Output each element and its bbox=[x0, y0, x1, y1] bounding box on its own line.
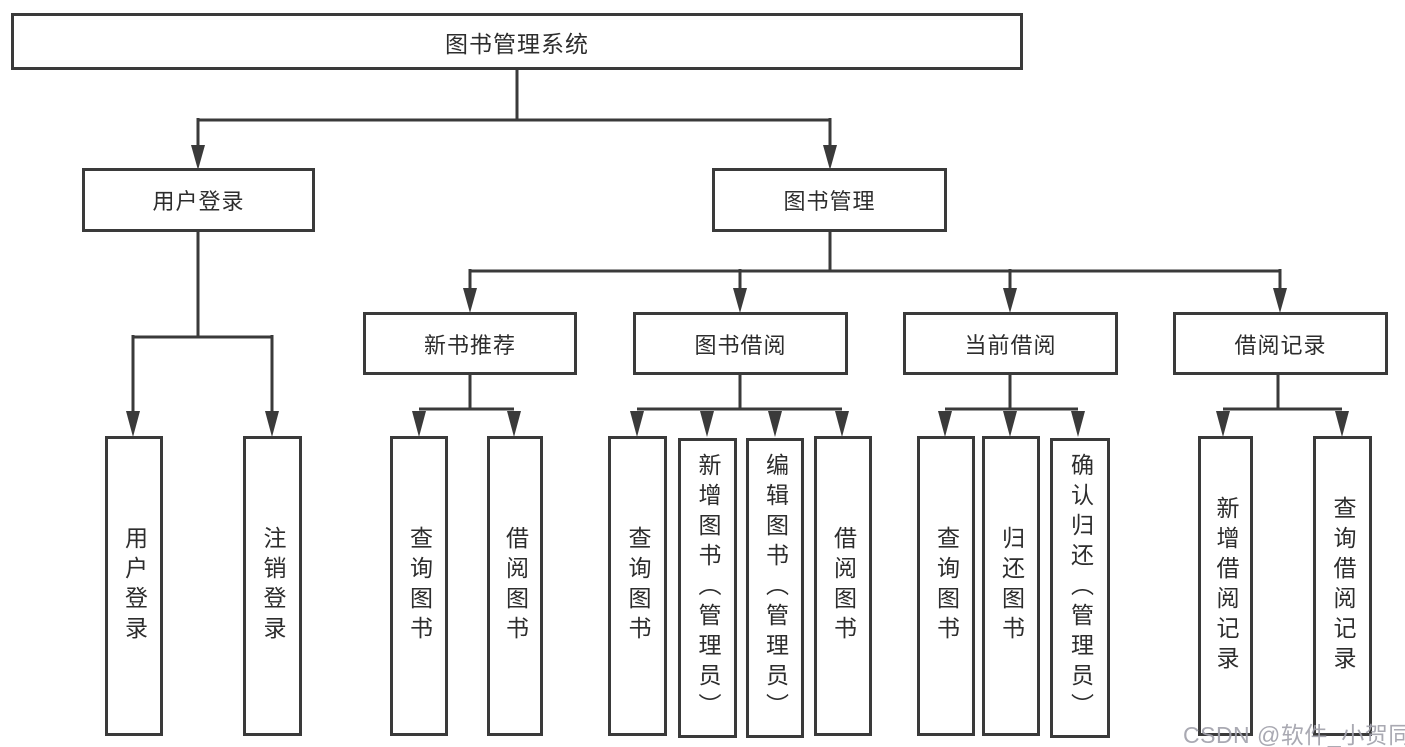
leaf-confirm-return-admin: 确认归还（管理员） bbox=[1050, 438, 1110, 738]
leaf-return-books: 归还图书 bbox=[982, 436, 1040, 736]
node-label: 编辑图书（管理员） bbox=[762, 453, 789, 723]
leaf-query-books-3: 查询图书 bbox=[917, 436, 975, 736]
leaf-user-login: 用户登录 bbox=[105, 436, 163, 736]
node-label: 借阅记录 bbox=[1234, 332, 1327, 358]
leaf-query-books-2: 查询图书 bbox=[608, 436, 667, 736]
leaf-add-book-admin: 新增图书（管理员） bbox=[678, 438, 737, 738]
leaf-edit-book-admin: 编辑图书（管理员） bbox=[746, 438, 804, 738]
node-label: 新增图书（管理员） bbox=[695, 453, 721, 723]
node-book-borrow: 图书借阅 bbox=[633, 312, 848, 375]
node-label: 图书借阅 bbox=[694, 332, 787, 358]
leaf-logout: 注销登录 bbox=[243, 436, 302, 736]
leaf-query-borrow-record: 查询借阅记录 bbox=[1313, 436, 1372, 736]
node-label: 借阅图书 bbox=[502, 526, 529, 646]
node-label: 当前借阅 bbox=[964, 332, 1057, 358]
node-label: 查询图书 bbox=[406, 526, 433, 646]
node-book-management: 图书管理 bbox=[712, 168, 947, 232]
node-user-login: 用户登录 bbox=[82, 168, 315, 232]
leaf-borrow-books-1: 借阅图书 bbox=[487, 436, 543, 736]
leaf-query-books-1: 查询图书 bbox=[390, 436, 448, 736]
arrowheads bbox=[126, 145, 1349, 437]
node-new-book-recommend: 新书推荐 bbox=[363, 312, 577, 375]
node-label: 查询借阅记录 bbox=[1330, 496, 1356, 676]
node-borrow-records: 借阅记录 bbox=[1173, 312, 1388, 375]
node-library-management-system: 图书管理系统 bbox=[11, 13, 1023, 70]
node-label: 查询图书 bbox=[625, 526, 651, 646]
leaf-add-borrow-record: 新增借阅记录 bbox=[1198, 436, 1253, 736]
node-label: 图书管理系统 bbox=[445, 30, 589, 57]
node-label: 用户登录 bbox=[121, 526, 148, 646]
node-current-borrow: 当前借阅 bbox=[903, 312, 1118, 375]
node-label: 新书推荐 bbox=[423, 332, 516, 358]
node-label: 确认归还（管理员） bbox=[1067, 453, 1094, 723]
node-label: 图书管理 bbox=[783, 189, 876, 214]
leaf-borrow-books-2: 借阅图书 bbox=[814, 436, 872, 736]
node-label: 借阅图书 bbox=[830, 526, 857, 646]
node-label: 注销登录 bbox=[260, 526, 286, 646]
node-label: 归还图书 bbox=[998, 526, 1025, 646]
watermark: CSDN @软件_小贺同学 bbox=[1183, 722, 1405, 747]
node-label: 查询图书 bbox=[933, 526, 960, 646]
node-label: 用户登录 bbox=[152, 189, 245, 214]
node-label: 新增借阅记录 bbox=[1213, 496, 1239, 676]
